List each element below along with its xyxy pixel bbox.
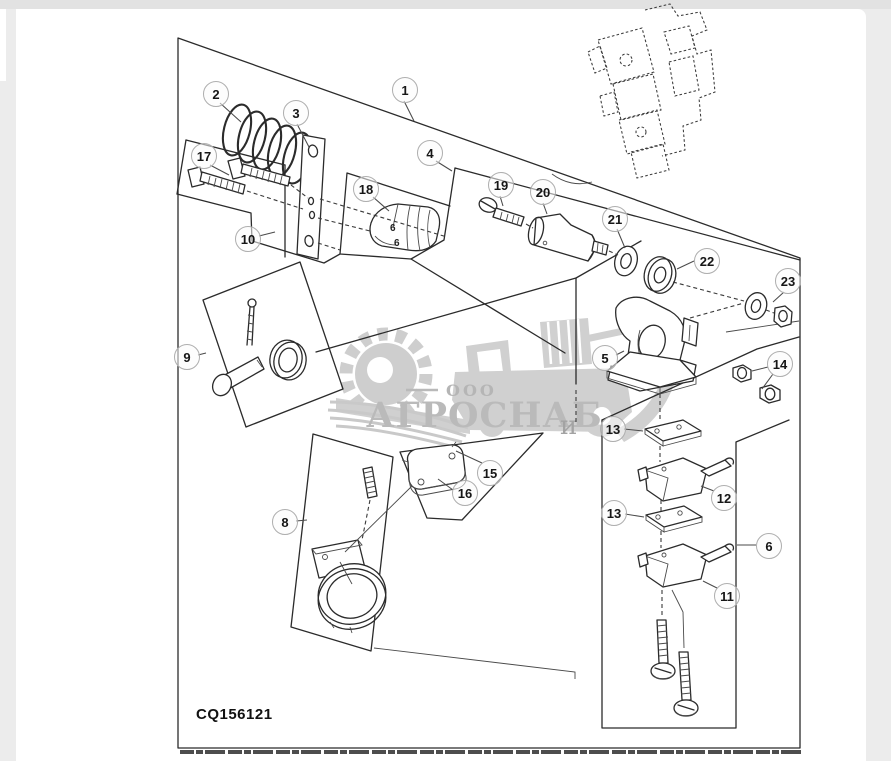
box6-top-edge: [601, 336, 800, 421]
callout-13: 13: [600, 416, 626, 442]
box10-left: [176, 139, 187, 195]
nut-23: [773, 305, 793, 328]
callout-18: 18: [353, 176, 379, 202]
callout-4: 4: [417, 140, 443, 166]
box8: [290, 433, 394, 652]
inline-mark-6: 6: [394, 238, 400, 249]
inline-mark-6: 6: [390, 223, 396, 234]
page-top-strip: [0, 0, 891, 9]
callout-23: 23: [775, 268, 801, 294]
diagram-canvas: [16, 9, 866, 761]
watermark-graphic: ООО АГРОСНАБ и: [327, 318, 676, 450]
box4-left-step: [410, 167, 566, 354]
bolt-19: [478, 197, 525, 227]
watermark-stray-char: и: [560, 411, 577, 441]
corner-tab: [0, 9, 6, 81]
screw-bottom-a: [650, 619, 676, 680]
bolt-17b: [227, 157, 291, 187]
callout-16: 16: [452, 480, 478, 506]
callout-19: 19: [488, 172, 514, 198]
washer-23: [744, 292, 768, 320]
cylinder-20: [527, 213, 609, 262]
watermark-company: АГРОСНАБ: [366, 395, 603, 436]
switch-11: [637, 543, 735, 588]
screw-bottom-b: [673, 651, 699, 717]
bracket-5: [606, 296, 699, 395]
callout-13: 13: [601, 500, 627, 526]
callout-10: 10: [235, 226, 261, 252]
nut-14b: [759, 384, 781, 404]
callout-3: 3: [283, 100, 309, 126]
callout-11: 11: [714, 583, 740, 609]
pad-13a: [644, 419, 702, 447]
callout-8: 8: [272, 509, 298, 535]
cam-part-18: [369, 203, 441, 252]
wedge-15-16: [399, 432, 544, 521]
callout-leaders: [197, 100, 785, 589]
callout-14: 14: [767, 351, 793, 377]
clamp-8: [311, 539, 387, 634]
pad-13b: [645, 505, 703, 533]
washer-21: [613, 245, 639, 277]
plate-15-16: [401, 441, 467, 496]
callout-22: 22: [694, 248, 720, 274]
callout-12: 12: [711, 485, 737, 511]
callout-1: 1: [392, 77, 418, 103]
screw-b-connector: [671, 589, 685, 649]
switch-12: [637, 457, 735, 502]
box6: [601, 419, 790, 729]
strap-part: [296, 134, 326, 260]
callout-17: 17: [191, 143, 217, 169]
nut-14a: [732, 364, 752, 383]
alignment-dashes: [246, 184, 775, 618]
washer-22: [643, 256, 677, 294]
callout-15: 15: [477, 460, 503, 486]
callout-20: 20: [530, 179, 556, 205]
watermark-prefix: ООО: [446, 381, 497, 400]
main-panel-outline: [177, 37, 801, 749]
pivot-ring: [269, 339, 307, 381]
clevis-pin: [211, 356, 265, 397]
plate-to-clamp-line: [344, 485, 413, 553]
bolt-17a: [187, 166, 246, 195]
stud-8: [362, 466, 378, 499]
callout-2: 2: [203, 81, 229, 107]
callout-6: 6: [756, 533, 782, 559]
callout-9: 9: [174, 344, 200, 370]
drawing-code: CQ156121: [196, 706, 273, 723]
parts: [187, 103, 793, 717]
callout-21: 21: [602, 206, 628, 232]
harvester-icon: [327, 318, 676, 450]
reference-assembly-dashed: [587, 3, 716, 179]
box9: [202, 261, 344, 428]
callout-5: 5: [592, 345, 618, 371]
cotter-pin: [246, 298, 257, 346]
diagonal-connector: [373, 647, 576, 679]
